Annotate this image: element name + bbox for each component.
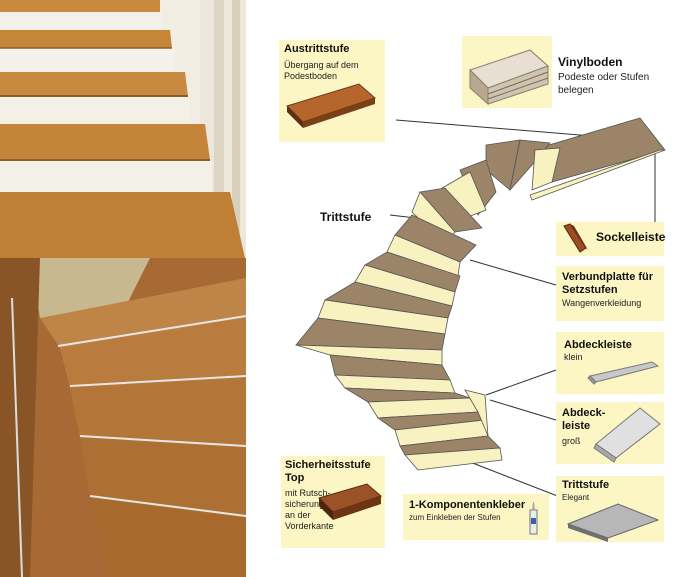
stair-photo-bottom [0, 258, 246, 577]
sockelleiste-title: Sockelleiste [596, 230, 666, 244]
kleber-title: 1-Komponentenkleber [409, 499, 526, 511]
verbundplatte-subtitle: Wangenverkleidung [562, 298, 642, 308]
label-trittstufe-elegant: Trittstufe Elegant [556, 476, 664, 542]
trittstufe-elegant-title: Trittstufe [562, 479, 610, 491]
label-abdeckleiste-gross: Abdeck-leiste groß [556, 402, 664, 464]
label-verbundplatte: Verbundplatte für Setzstufen Wangenverkl… [556, 266, 664, 321]
stair-photo-top [0, 0, 246, 258]
sicherheitsstufe-title: Sicherheitsstufe Top [285, 459, 371, 484]
label-abdeckleiste-klein: Abdeckleiste klein [556, 332, 664, 394]
sicherheitsstufe-subtitle: mit Rutsch-sicherung an der Vorderkante [285, 488, 334, 531]
label-vinylboden-image [462, 36, 552, 108]
kleber-subtitle: zum Einkleben der Stufen [409, 513, 501, 522]
austrittstufe-title: Austrittstufe [284, 43, 350, 55]
abdeckleiste-klein-subtitle: klein [564, 352, 583, 362]
trittstufe-title: Trittstufe [320, 210, 372, 224]
abdeckleiste-gross-title: Abdeck-leiste [562, 407, 606, 432]
vinylboden-subtitle: Podeste oder Stufen belegen [558, 72, 650, 96]
vinylboden-title: Vinylboden [558, 55, 623, 69]
label-austrittstufe: Austrittstufe Übergang auf dem Podestbod… [279, 40, 385, 142]
verbundplatte-title: Verbundplatte für Setzstufen [562, 271, 654, 296]
label-sicherheitsstufe: Sicherheitsstufe Top mit Rutsch-sicherun… [281, 456, 385, 548]
label-kleber: 1-Komponentenkleber zum Einkleben der St… [403, 494, 549, 540]
abdeckleiste-gross-subtitle: groß [562, 436, 581, 446]
trittstufe-elegant-subtitle: Elegant [562, 493, 590, 502]
austrittstufe-subtitle: Übergang auf dem Podestboden [284, 60, 359, 81]
label-sockelleiste: Sockelleiste [556, 222, 666, 256]
abdeckleiste-klein-title: Abdeckleiste [564, 339, 632, 351]
